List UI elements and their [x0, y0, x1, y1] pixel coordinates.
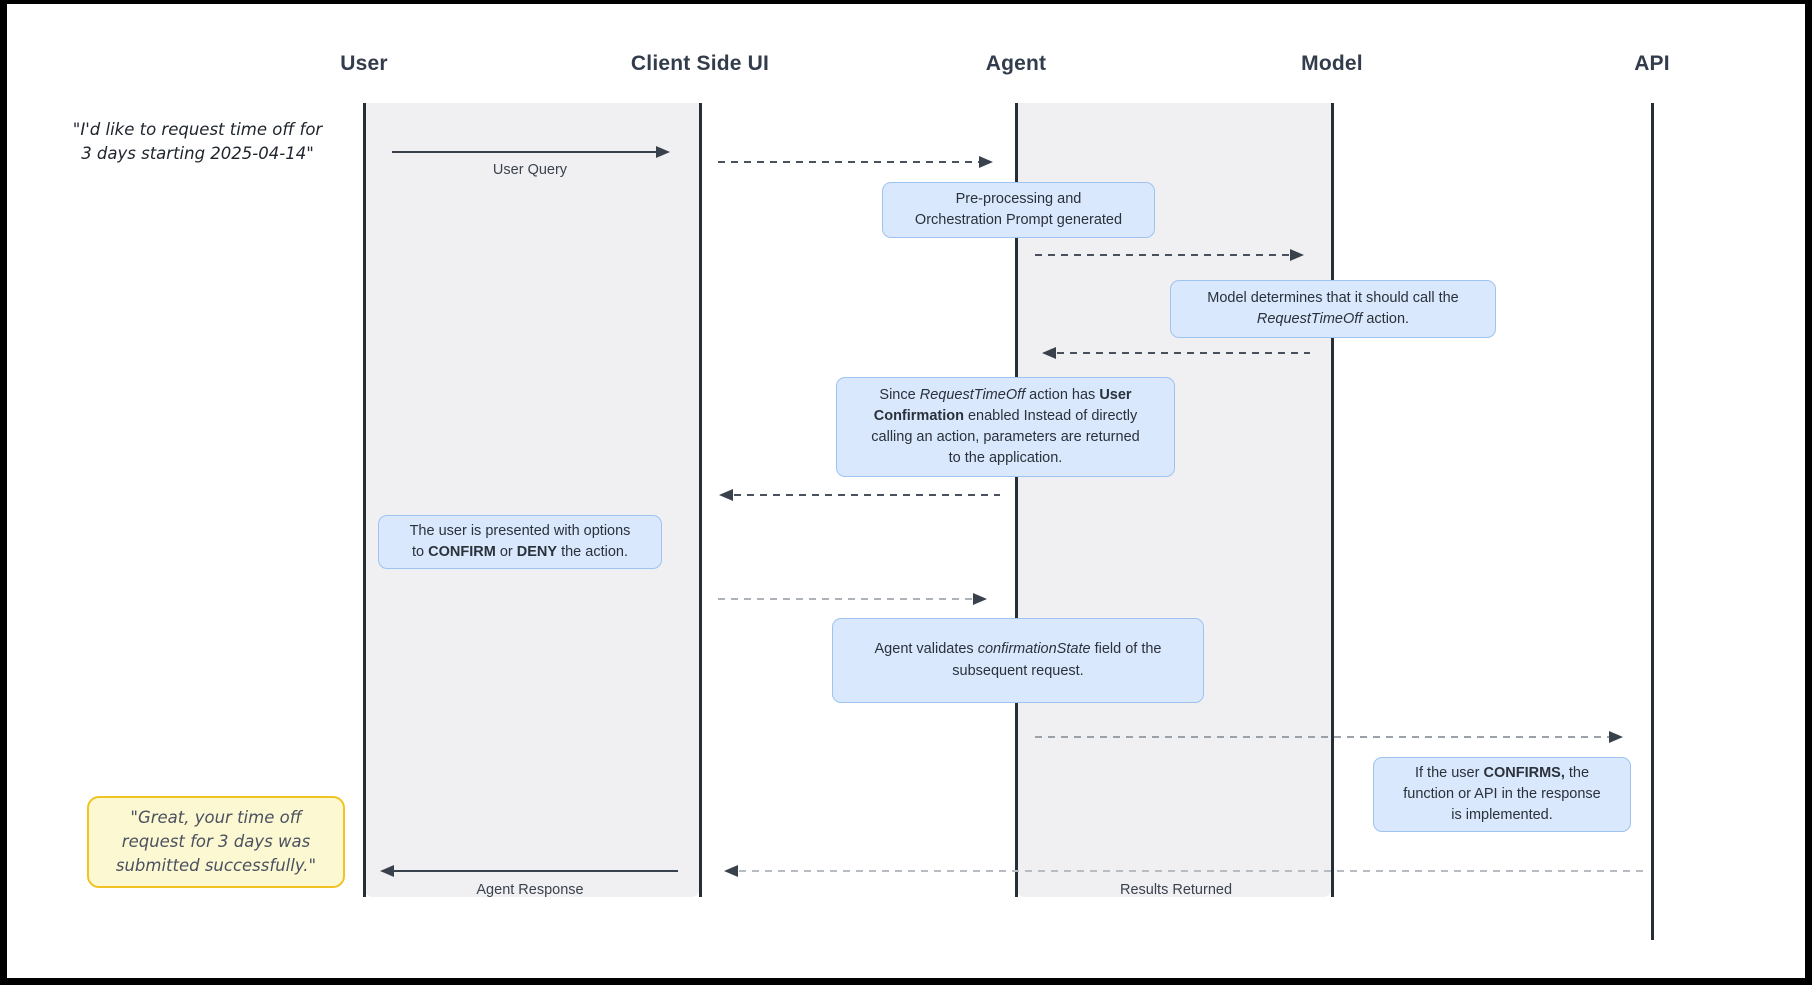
arrowhead-right-icon: [979, 156, 993, 168]
lifeline-agent: [1015, 103, 1018, 897]
note-validates-state: Agent validates confirmationState field …: [832, 618, 1204, 703]
arrowhead-right-icon: [973, 593, 987, 605]
results-returned-label: Results Returned: [1119, 882, 1233, 898]
arrow-user-query: [392, 146, 670, 158]
actor-header-api: API: [1634, 52, 1670, 75]
arrow-agent-to-api: [1035, 731, 1623, 743]
arrow-shaft: [718, 598, 985, 600]
agent-success-quote: "Great, your time off request for 3 days…: [87, 796, 345, 888]
arrow-shaft: [726, 870, 1645, 872]
arrowhead-left-icon: [380, 865, 394, 877]
note-user-confirmation: Since RequestTimeOff action has User Con…: [836, 377, 1175, 477]
note-preprocessing: Pre-processing and Orchestration Prompt …: [882, 182, 1155, 238]
arrow-agent-response: [380, 865, 678, 877]
arrowhead-right-icon: [656, 146, 670, 158]
lifeline-client-side-ui: [699, 103, 702, 897]
arrow-shaft: [1035, 736, 1621, 738]
arrow-shaft: [721, 494, 1000, 496]
arrowhead-left-icon: [719, 489, 733, 501]
arrow-model-to-agent: [1042, 347, 1310, 359]
actor-header-model: Model: [1301, 52, 1363, 75]
actor-header-client-side-ui: Client Side UI: [630, 52, 770, 75]
arrowhead-left-icon: [1042, 347, 1056, 359]
arrow-clientui-to-agent-query: [718, 156, 993, 168]
note-confirm-deny: The user is presented with options to CO…: [378, 515, 662, 569]
arrow-agent-to-model: [1035, 249, 1304, 261]
arrow-shaft: [1044, 352, 1310, 354]
arrow-api-to-clientui-results: [724, 865, 1645, 877]
user-query-label: User Query: [492, 162, 568, 178]
note-model-determines: Model determines that it should call the…: [1170, 280, 1496, 338]
note-if-confirms: If the user CONFIRMS, the function or AP…: [1373, 757, 1631, 832]
band-user-clientui: [364, 103, 700, 897]
arrowhead-right-icon: [1609, 731, 1623, 743]
lifeline-user: [363, 103, 366, 897]
agent-response-label: Agent Response: [476, 882, 584, 898]
arrowhead-left-icon: [724, 865, 738, 877]
actor-header-agent: Agent: [985, 52, 1047, 75]
arrow-shaft: [392, 151, 668, 153]
arrowhead-right-icon: [1290, 249, 1304, 261]
user-request-quote: "I'd like to request time off for 3 days…: [72, 120, 323, 163]
lifeline-model: [1331, 103, 1334, 897]
arrow-shaft: [1035, 254, 1302, 256]
arrow-shaft: [382, 870, 678, 872]
arrow-shaft: [718, 161, 991, 163]
arrow-clientui-to-agent-confirm: [718, 593, 987, 605]
arrow-agent-to-clientui: [719, 489, 1000, 501]
actor-header-user: User: [340, 52, 388, 75]
lifeline-api: [1651, 103, 1654, 940]
